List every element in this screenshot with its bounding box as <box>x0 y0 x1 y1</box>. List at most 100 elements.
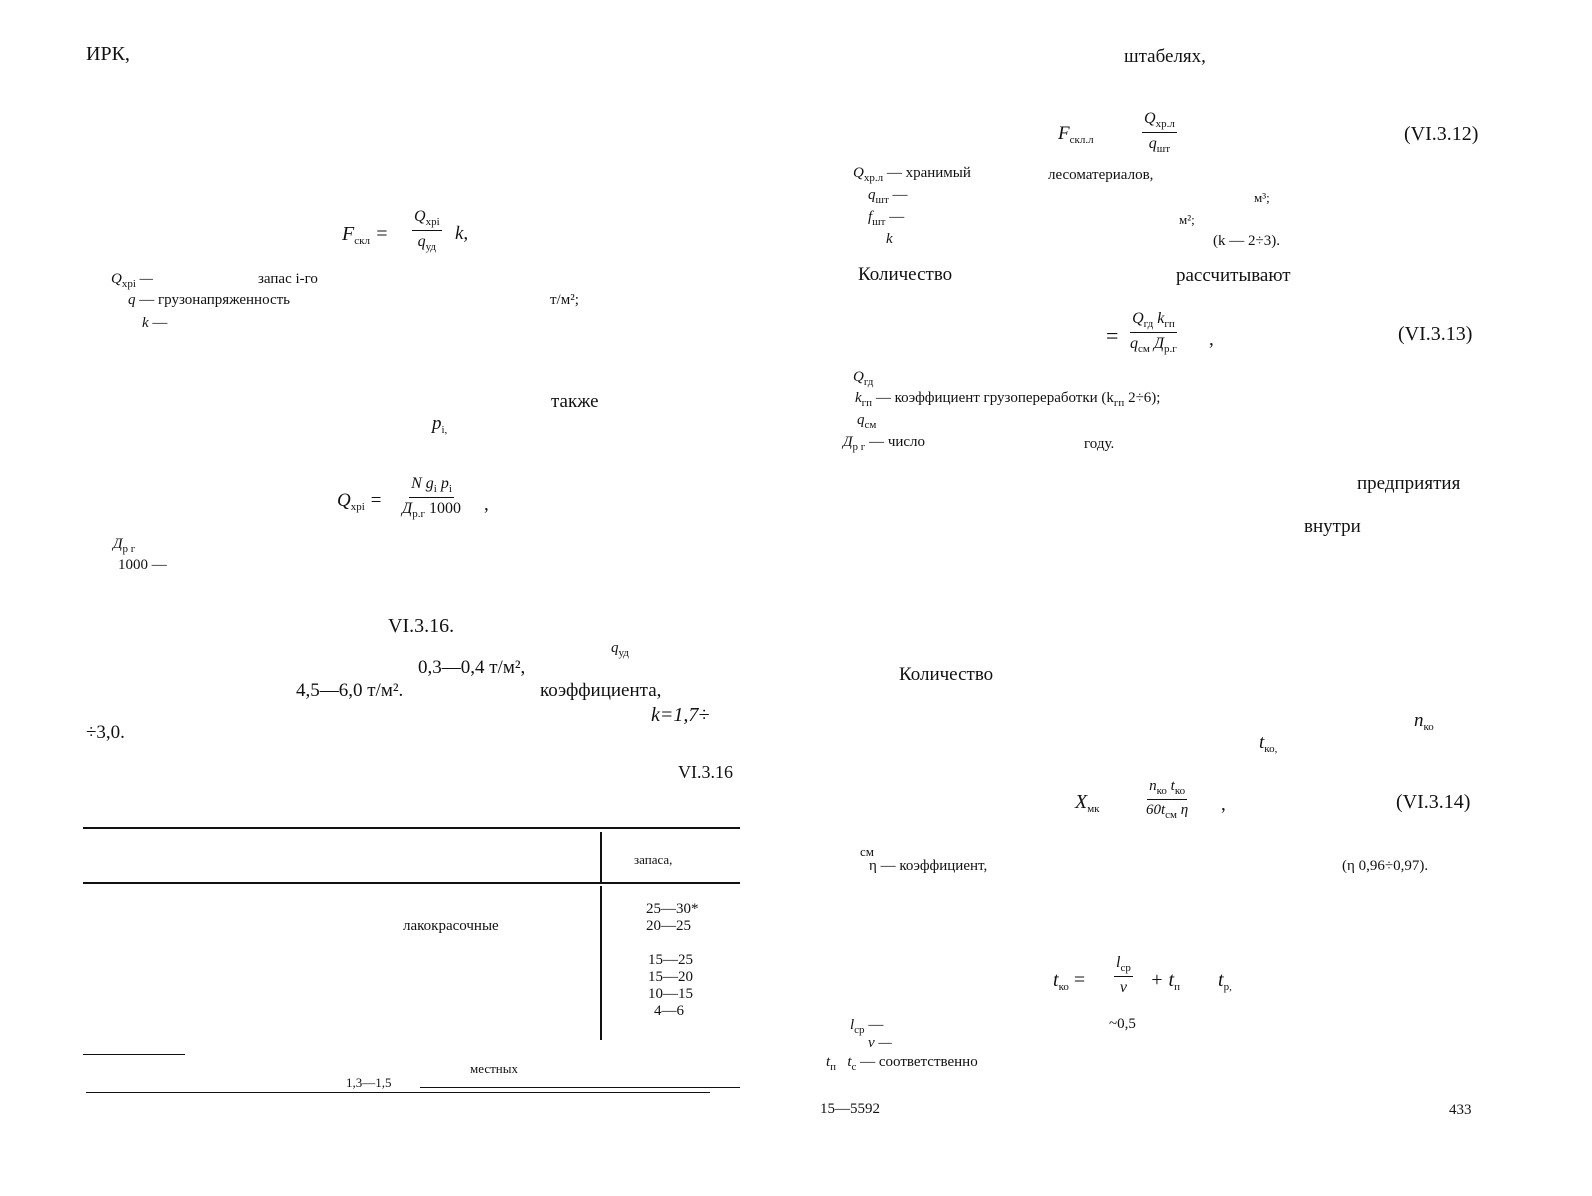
table-cell: 15—25 <box>648 952 693 968</box>
denominator: q <box>1148 135 1157 152</box>
symbol: X <box>1075 791 1088 813</box>
formula-tail: k, <box>455 223 469 244</box>
reference: VI.3.16. <box>388 615 455 637</box>
numerator: N g <box>411 475 434 492</box>
text-fragment: 0,3—0,4 т/м², <box>418 657 526 678</box>
symbol: q <box>857 412 865 428</box>
denominator: η <box>1177 802 1189 818</box>
table-cell: 25—30* <box>646 901 699 917</box>
symbol: F <box>1058 123 1070 144</box>
unit: т/м²; <box>550 292 579 308</box>
denominator: q <box>1130 335 1138 352</box>
unit: м³; <box>1254 190 1270 205</box>
symbol: Q <box>337 490 351 511</box>
subscript: xp.л <box>863 172 884 184</box>
denominator: q <box>417 233 426 250</box>
text-fragment: ÷3,0. <box>86 722 125 743</box>
equals: = <box>1106 323 1119 348</box>
numerator: n <box>1149 778 1157 794</box>
subscript: гп <box>1164 318 1175 330</box>
subscript: уд <box>425 241 437 253</box>
subscript: ко <box>1174 785 1186 797</box>
subscript: скл.л <box>1069 134 1094 146</box>
denominator: 1000 <box>424 500 461 517</box>
term: + t <box>1150 969 1175 991</box>
symbol: l <box>850 1017 855 1033</box>
symbol: q <box>868 187 876 203</box>
equation-number: (VI.3.12) <box>1404 123 1479 145</box>
fraction: lср v <box>1114 954 1133 997</box>
subscript: ср <box>854 1024 865 1036</box>
symbol: t <box>1259 732 1265 753</box>
table-cell: 10—15 <box>648 986 693 1002</box>
subscript: р, <box>1223 981 1232 993</box>
subscript: ко, <box>1264 743 1278 755</box>
subscript: шт <box>875 194 889 206</box>
definition-text: v — <box>868 1035 892 1051</box>
text-fragment: k=1,7÷ <box>651 704 710 726</box>
equals: = <box>369 490 383 511</box>
subscript: р г <box>852 441 866 453</box>
symbol: F <box>342 223 355 245</box>
definition-text: (k — 2÷3). <box>1213 233 1280 249</box>
subscript: i, <box>441 424 448 436</box>
definition-text: — коэффициент грузопереработки (k <box>875 390 1114 406</box>
subscript: мк <box>1087 803 1100 815</box>
denominator: Д <box>1149 335 1165 352</box>
page-number: 433 <box>1449 1102 1472 1118</box>
subscript: ко <box>1423 721 1434 733</box>
footnote-text: 1,3—1,5 <box>346 1075 392 1090</box>
subscript: р.г <box>412 508 425 520</box>
definition-text: — соответственно <box>860 1054 978 1070</box>
denominator: 60t <box>1146 802 1166 818</box>
subscript: уд <box>618 647 629 659</box>
table-top-rule <box>83 827 740 829</box>
subscript: ср <box>1120 962 1131 974</box>
symbol: k <box>886 231 893 247</box>
subscript: ко <box>1156 785 1167 797</box>
equals: = <box>374 223 389 245</box>
dash: — <box>868 1017 884 1033</box>
symbol: Q <box>111 271 122 287</box>
formula-tail: , <box>484 494 489 515</box>
subscript: р.г <box>1164 343 1177 355</box>
formula-tail: , <box>1209 329 1214 350</box>
symbol: t <box>847 1054 852 1070</box>
subscript: i <box>433 483 437 495</box>
numerator: l <box>1116 954 1121 971</box>
subscript: гп <box>861 397 873 409</box>
subscript: xpi <box>121 278 136 290</box>
denominator: v <box>1119 979 1127 996</box>
formula-tail: , <box>1221 794 1226 815</box>
subscript: i <box>448 483 452 495</box>
column-divider <box>600 832 602 882</box>
subscript: xp.л <box>1155 118 1175 130</box>
text-fragment: штабелях, <box>1124 46 1206 67</box>
subscript: xpi <box>425 216 440 228</box>
definition-text: — хранимый <box>886 165 971 181</box>
symbol: Д <box>843 434 853 450</box>
table-cell: 20—25 <box>646 918 691 934</box>
symbol: t <box>1053 969 1059 991</box>
row-label: лакокрасочные <box>403 918 499 934</box>
symbol: q <box>611 640 619 656</box>
subscript: шт <box>872 216 886 228</box>
unit: м²; <box>1179 212 1195 227</box>
symbol: k <box>855 390 862 406</box>
column-header: запаса, <box>634 852 673 867</box>
column-divider <box>600 886 602 1040</box>
definition-text: 1000 — <box>118 557 167 573</box>
printer-mark: 15—5592 <box>820 1101 880 1117</box>
symbol: Д <box>113 536 123 552</box>
symbol: n <box>1414 710 1424 731</box>
table-cell: 15—20 <box>648 969 693 985</box>
subscript: см <box>864 419 877 431</box>
definition-text: лесоматериалов, <box>1048 167 1154 183</box>
text-fragment: внутри <box>1304 516 1361 537</box>
subscript: см <box>1138 343 1150 355</box>
dash: — <box>139 271 153 287</box>
fraction: nко tко 60tсм η <box>1146 778 1188 821</box>
symbol: q <box>128 292 136 308</box>
text-fragment: Количество <box>899 664 994 685</box>
value: ~0,5 <box>1109 1016 1136 1032</box>
